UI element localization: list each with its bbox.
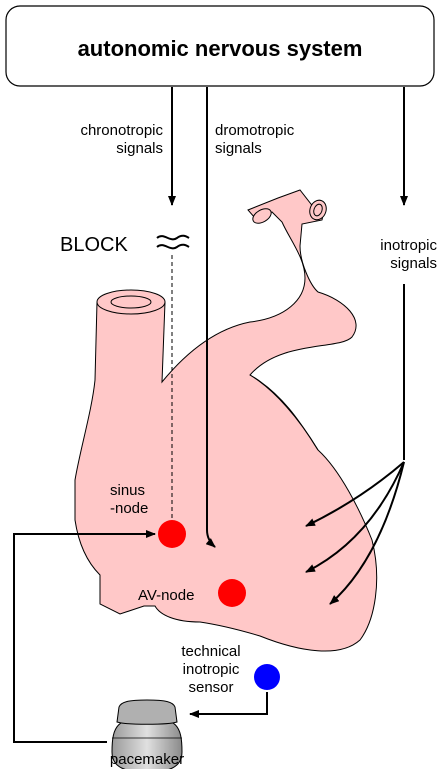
vena-cava-opening-inner (111, 296, 151, 308)
block-label: BLOCK (60, 234, 128, 256)
sensor-label-line1: technical (181, 643, 240, 660)
sinus-node-label-line2: -node (110, 500, 148, 517)
inotropic-label-line2: signals (390, 255, 437, 272)
technical-inotropic-sensor-dot (254, 664, 280, 690)
av-node-dot (218, 579, 246, 607)
block-break-symbol (157, 236, 189, 249)
sensor-label-line2: inotropic (183, 661, 240, 678)
av-node-label: AV-node (138, 587, 194, 604)
sinus-node-dot (158, 520, 186, 548)
sensor-label-line3: sensor (188, 679, 233, 696)
autonomic-nervous-system-label: autonomic nervous system (78, 36, 363, 61)
dromotropic-label-line1: dromotropic (215, 122, 295, 139)
chronotropic-label-line2: signals (116, 140, 163, 157)
chronotropic-label-line1: chronotropic (80, 122, 163, 139)
pacemaker-label: pacemaker (110, 751, 184, 768)
dromotropic-label-line2: signals (215, 140, 262, 157)
inotropic-label-line1: inotropic (380, 237, 437, 254)
sinus-node-label-line1: sinus (110, 482, 145, 499)
